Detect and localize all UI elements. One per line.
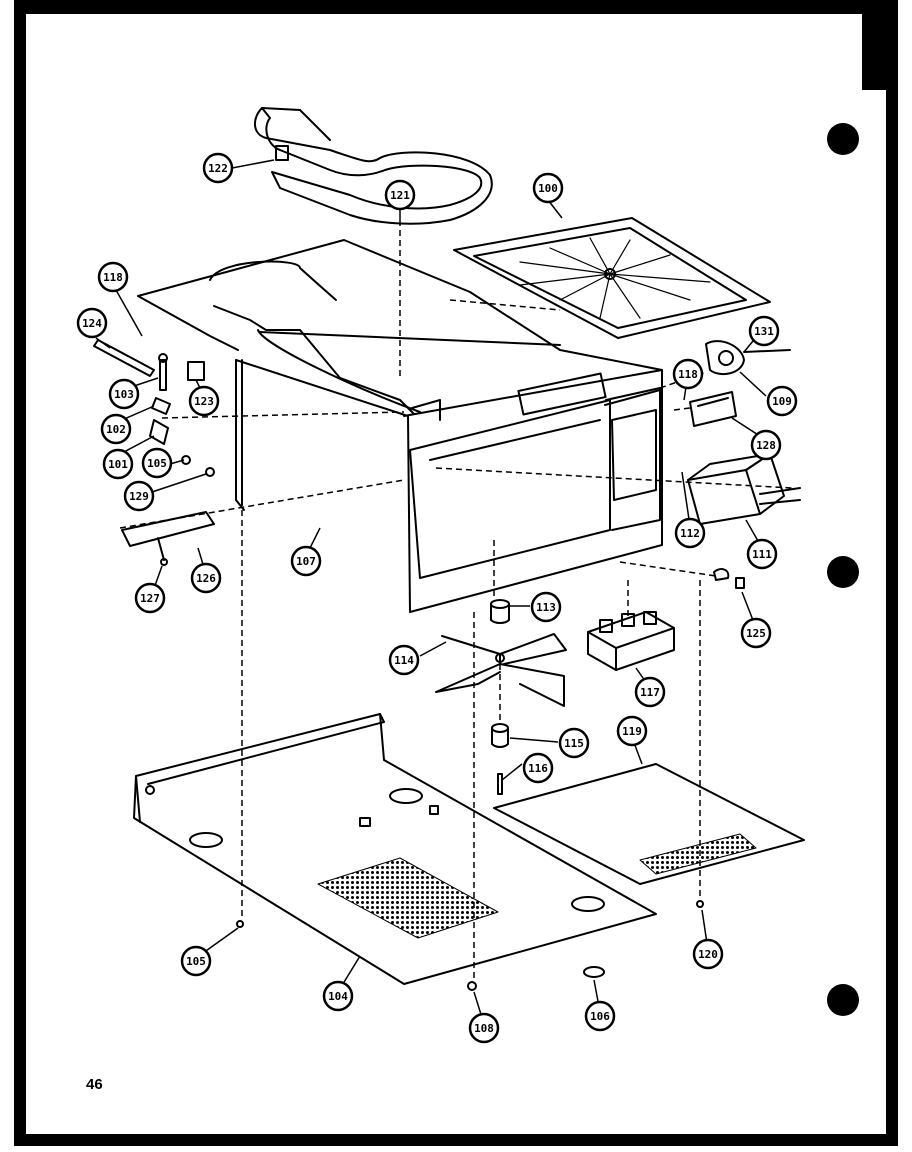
callout: 121 bbox=[384, 179, 416, 211]
callout: 125 bbox=[740, 617, 772, 649]
callout: 108 bbox=[468, 1012, 500, 1044]
callout-label: 131 bbox=[754, 325, 774, 338]
callout: 116 bbox=[522, 752, 554, 784]
callout: 101 bbox=[102, 448, 134, 480]
callout: 106 bbox=[584, 1000, 616, 1032]
callout: 122 bbox=[202, 152, 234, 184]
callout-label: 118 bbox=[103, 271, 123, 284]
callout: 103 bbox=[108, 378, 140, 410]
callout-label: 101 bbox=[108, 458, 128, 471]
callout-label: 105 bbox=[147, 457, 167, 470]
callout-label: 114 bbox=[394, 654, 414, 667]
callout: 100 bbox=[532, 172, 564, 204]
callout: 124 bbox=[76, 307, 108, 339]
callout-label: 115 bbox=[564, 737, 584, 750]
assembly-guide-lines bbox=[119, 220, 793, 984]
callout-label: 127 bbox=[140, 592, 160, 605]
callout: 127 bbox=[134, 582, 166, 614]
callout-label: 120 bbox=[698, 948, 718, 961]
part-switch-housing bbox=[687, 453, 801, 525]
callout: 105 bbox=[141, 447, 173, 479]
callout-label: 113 bbox=[536, 601, 556, 614]
callout-label: 100 bbox=[538, 182, 558, 195]
callout: 102 bbox=[100, 413, 132, 445]
callout-label: 106 bbox=[590, 1010, 610, 1023]
callout-label: 109 bbox=[772, 395, 792, 408]
part-foot-106 bbox=[583, 966, 605, 978]
part-housing bbox=[137, 239, 663, 613]
callout-label: 128 bbox=[756, 439, 776, 452]
callout-label: 126 bbox=[196, 572, 216, 585]
callout-label: 107 bbox=[296, 555, 316, 568]
callout: 128 bbox=[750, 429, 782, 461]
part-cover-plate bbox=[493, 763, 805, 885]
callout: 115 bbox=[558, 727, 590, 759]
part-stirrer-hub bbox=[490, 599, 510, 795]
callout-label: 124 bbox=[82, 317, 102, 330]
callout-label: 104 bbox=[328, 990, 348, 1003]
part-access-panel bbox=[121, 511, 215, 566]
callout-label: 117 bbox=[640, 686, 660, 699]
callout: 112 bbox=[674, 517, 706, 549]
callout-label: 122 bbox=[208, 162, 228, 175]
page-number: 46 bbox=[86, 1076, 103, 1093]
part-ring-handle bbox=[254, 107, 493, 225]
callout-label: 105 bbox=[186, 955, 206, 968]
callout: 129 bbox=[123, 480, 155, 512]
callout-label: 118 bbox=[678, 368, 698, 381]
callout-label: 119 bbox=[622, 725, 642, 738]
callout: 123 bbox=[188, 385, 220, 417]
callout: 118 bbox=[97, 261, 129, 293]
callout: 114 bbox=[388, 644, 420, 676]
part-stirrer-blade bbox=[435, 633, 567, 707]
callout-label: 116 bbox=[528, 762, 548, 775]
callout-label: 108 bbox=[474, 1022, 494, 1035]
callout-label: 125 bbox=[746, 627, 766, 640]
callout-label: 121 bbox=[390, 189, 410, 202]
part-base-pan bbox=[133, 713, 657, 985]
part-bracket bbox=[689, 391, 737, 427]
callout: 119 bbox=[616, 715, 648, 747]
callout: 113 bbox=[530, 591, 562, 623]
callout-label: 102 bbox=[106, 423, 126, 436]
callout-label: 123 bbox=[194, 395, 214, 408]
callout-label: 112 bbox=[680, 527, 700, 540]
callout: 104 bbox=[322, 980, 354, 1012]
part-relay-block bbox=[587, 611, 675, 671]
callout-label: 111 bbox=[752, 548, 772, 561]
part-screw-105 bbox=[236, 920, 244, 928]
punch-hole-top bbox=[827, 123, 859, 155]
callout-label: 103 bbox=[114, 388, 134, 401]
callout: 118 bbox=[672, 358, 704, 390]
callout: 109 bbox=[766, 385, 798, 417]
part-tray bbox=[453, 217, 771, 339]
callout: 111 bbox=[746, 538, 778, 570]
callout: 107 bbox=[290, 545, 322, 577]
callout: 126 bbox=[190, 562, 222, 594]
part-clip bbox=[713, 568, 745, 589]
page-border bbox=[14, 0, 898, 1146]
callout: 105 bbox=[180, 945, 212, 977]
callout: 131 bbox=[748, 315, 780, 347]
callout-label: 129 bbox=[129, 490, 149, 503]
callout: 120 bbox=[692, 938, 724, 970]
callout: 117 bbox=[634, 676, 666, 708]
punch-hole-bottom bbox=[827, 984, 859, 1016]
part-motor bbox=[705, 340, 791, 376]
punch-hole-middle bbox=[827, 556, 859, 588]
part-screw-120 bbox=[696, 900, 704, 908]
part-screw-108 bbox=[467, 981, 477, 991]
